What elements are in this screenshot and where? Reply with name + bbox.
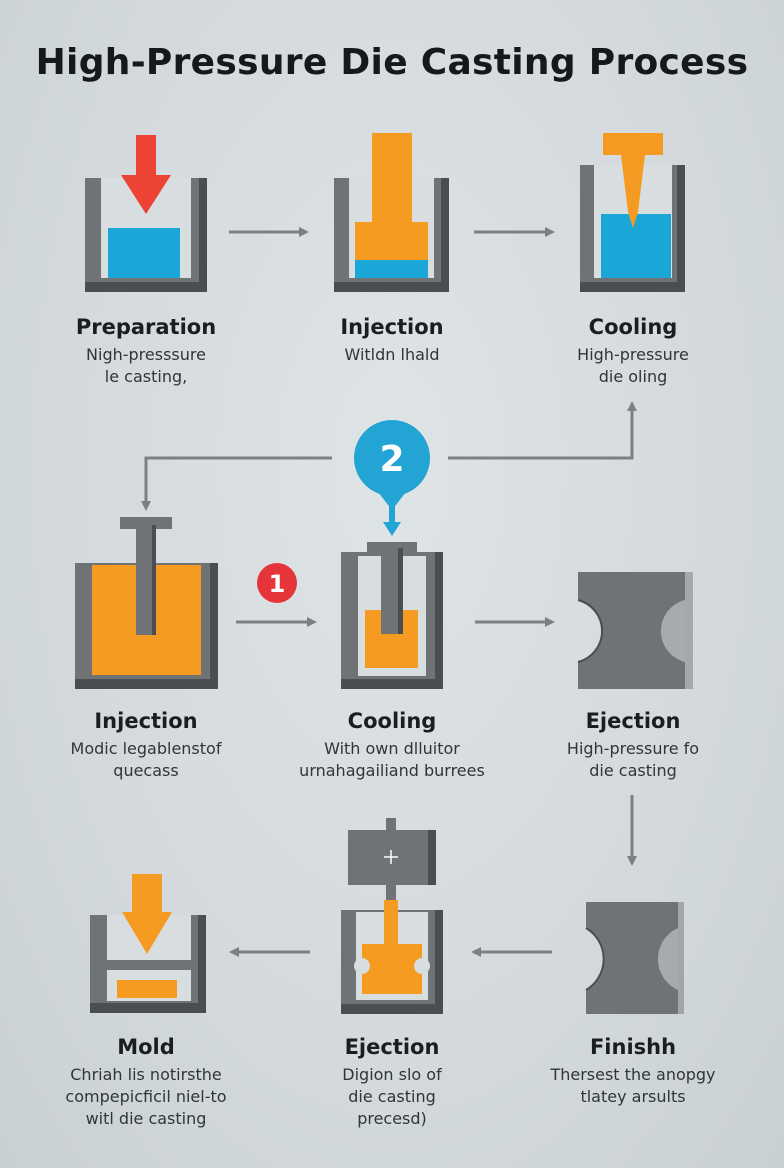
injection-mold-icon <box>334 133 449 292</box>
step-description-line: tlatey arsults <box>580 1087 686 1106</box>
step-finish: Finishh Thersest the anopgy tlatey arsul… <box>513 1034 753 1108</box>
step-injection-2: Injection Modic legablenstof quecass <box>26 708 266 782</box>
step-description-line: witl die casting <box>85 1109 207 1128</box>
ejection-press-icon <box>341 818 443 1014</box>
step-two-number: 2 <box>379 439 404 480</box>
step-description-line: Witldn lhald <box>344 345 440 364</box>
step-description-line: compepicficil niel-to <box>65 1087 227 1106</box>
step-label: Cooling <box>347 709 437 733</box>
step-description-line: Digion slo of <box>342 1065 442 1084</box>
step-description-line: die casting <box>589 761 677 780</box>
connector-arrow <box>448 401 637 460</box>
step-cooling: Cooling High-pressure die oling <box>513 314 753 388</box>
finished-part-icon <box>585 902 684 1014</box>
connector-arrow <box>141 456 332 511</box>
step-description: Nigh-presssure le casting, <box>26 344 266 388</box>
step-label: Mold <box>117 1035 175 1059</box>
step-one-badge: 1 <box>257 563 297 603</box>
step-description-line: Modic legablenstof <box>70 739 222 758</box>
step-label: Preparation <box>75 315 217 339</box>
step-description-line: urnahagailiand burrees <box>299 761 485 780</box>
step-description: With own dlluitor urnahagailiand burrees <box>272 738 512 782</box>
step-description: High-pressure die oling <box>513 344 753 388</box>
step-description-line: Nigh-presssure <box>86 345 206 364</box>
step-description-line: le casting, <box>104 367 188 386</box>
step-preparation: Preparation Nigh-presssure le casting, <box>26 314 266 388</box>
step-description-line: High-pressure <box>577 345 689 364</box>
step-ejection: Ejection High-pressure fo die casting <box>513 708 753 782</box>
step-one-number: 1 <box>269 570 286 598</box>
step-label: Ejection <box>344 1035 440 1059</box>
step-description: Digion slo of die casting precesd) <box>272 1064 512 1130</box>
step-two-badge: 2 <box>354 420 430 536</box>
step-description: High-pressure fo die casting <box>513 738 753 782</box>
mold-icon <box>90 874 206 1013</box>
step-ejection-2: Ejection Digion slo of die casting prece… <box>272 1034 512 1130</box>
ejected-part-icon <box>577 572 693 689</box>
step-description-line: die casting <box>348 1087 436 1106</box>
step-cooling-2: Cooling With own dlluitor urnahagailiand… <box>272 708 512 782</box>
step-description-line: With own dlluitor <box>324 739 460 758</box>
injection-mold-large-icon <box>75 517 218 689</box>
step-mold: Mold Chriah lis notirsthe compepicficil … <box>26 1034 266 1130</box>
step-label: Ejection <box>585 709 681 733</box>
step-injection: Injection Witldn lhald <box>272 314 512 366</box>
step-description-line: Thersest the anopgy <box>550 1065 716 1084</box>
step-description-line: High-pressure fo <box>566 739 700 758</box>
step-description-line: Chriah lis notirsthe <box>70 1065 222 1084</box>
step-description: Witldn lhald <box>272 344 512 366</box>
step-description: Chriah lis notirsthe compepicficil niel-… <box>26 1064 266 1130</box>
step-description-line: precesd) <box>357 1109 427 1128</box>
step-description: Thersest the anopgy tlatey arsults <box>513 1064 753 1108</box>
page-title: High-Pressure Die Casting Process <box>35 42 749 83</box>
preparation-mold-icon <box>85 135 207 292</box>
step-description-line: die oling <box>598 367 668 386</box>
step-label: Injection <box>94 709 198 733</box>
step-label: Injection <box>340 315 444 339</box>
step-description-line: quecass <box>113 761 179 780</box>
step-description: Modic legablenstof quecass <box>26 738 266 782</box>
step-label: Cooling <box>588 315 678 339</box>
cooling-mold-small-icon <box>341 542 443 689</box>
step-label: Finishh <box>589 1035 677 1059</box>
cooling-mold-icon <box>580 133 685 292</box>
